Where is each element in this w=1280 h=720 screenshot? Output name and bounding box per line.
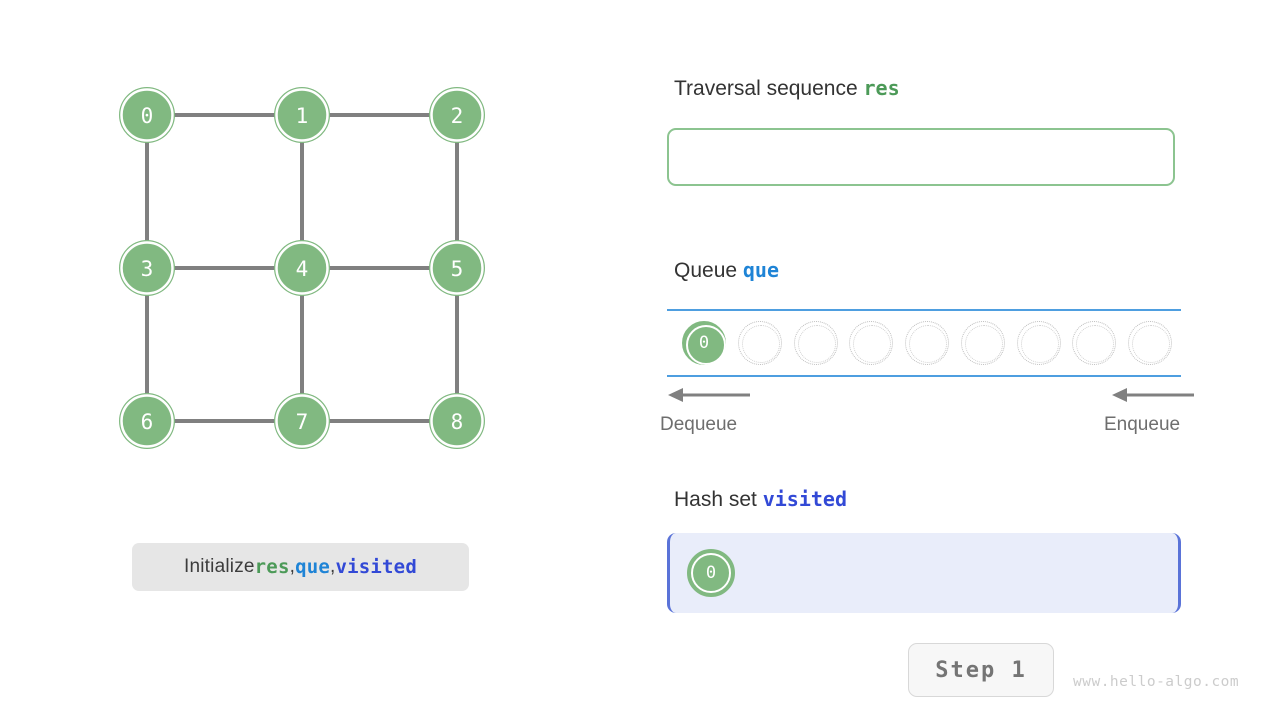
node-inner-gap	[120, 88, 174, 142]
graph-node-4[interactable]: 4	[274, 240, 330, 296]
node-inner-gap	[430, 88, 484, 142]
queue-slot-empty	[793, 321, 838, 365]
node-outer-ring	[429, 393, 485, 449]
res-title-text: Traversal sequence	[674, 77, 864, 100]
visited-item: 0	[687, 549, 735, 597]
queue-slot-filled: 0	[682, 321, 726, 365]
node-label: 6	[141, 410, 154, 434]
node-label: 4	[296, 257, 309, 281]
node-inner-gap	[275, 394, 329, 448]
node-label: 8	[451, 410, 464, 434]
queue-slot-label: 0	[698, 333, 710, 353]
step-caption: Initialize res, que, visited	[132, 543, 469, 591]
watermark: www.hello-algo.com	[1073, 674, 1240, 690]
graph-panel: 0 1 2 3 4 5 6 7 8	[0, 0, 620, 720]
res-title-token: res	[863, 76, 900, 100]
node-inner-gap	[275, 241, 329, 295]
graph-node-7[interactable]: 7	[274, 393, 330, 449]
graph-node-5[interactable]: 5	[429, 240, 485, 296]
node-outer-ring	[429, 87, 485, 143]
arrow-left-icon	[668, 388, 750, 402]
visited-item-label: 0	[705, 563, 717, 583]
step-indicator: Step 1	[908, 643, 1054, 697]
node-label: 3	[141, 257, 154, 281]
visited-title-token: visited	[762, 487, 848, 511]
queue-container: 0	[667, 309, 1181, 377]
res-section-title: Traversal sequence res	[674, 76, 900, 101]
node-outer-ring	[274, 240, 330, 296]
caption-sep-2: ,	[330, 556, 336, 577]
enqueue-label: Enqueue	[1104, 414, 1181, 435]
node-label: 0	[141, 104, 154, 128]
queue-top-rule	[667, 309, 1181, 311]
node-outer-ring	[429, 240, 485, 296]
graph-node-6[interactable]: 6	[119, 393, 175, 449]
visited-title-text: Hash set	[674, 488, 763, 511]
caption-token-que: que	[295, 556, 330, 578]
queue-slot-empty	[1128, 321, 1172, 365]
node-label: 1	[296, 104, 309, 128]
res-items	[669, 130, 1173, 184]
node-inner-gap	[120, 241, 174, 295]
queue-section-title: Queue que	[674, 258, 779, 283]
dequeue-arrow	[666, 384, 756, 406]
caption-sep-1: ,	[289, 556, 296, 577]
queue-slot-empty	[1072, 321, 1117, 365]
node-inner-gap	[275, 88, 329, 142]
caption-token-visited: visited	[335, 556, 417, 578]
visited-section-title: Hash set visited	[674, 487, 847, 512]
arrow-left-icon	[1112, 388, 1194, 402]
node-inner-gap	[430, 241, 484, 295]
graph-node-3[interactable]: 3	[119, 240, 175, 296]
node-outer-ring	[274, 87, 330, 143]
node-outer-ring	[119, 87, 175, 143]
graph-node-1[interactable]: 1	[274, 87, 330, 143]
queue-slot-empty	[960, 321, 1005, 365]
queue-slots: 0	[682, 317, 1172, 369]
node-inner-gap	[120, 394, 174, 448]
queue-title-text: Queue	[674, 259, 743, 282]
node-outer-ring	[274, 393, 330, 449]
enqueue-arrow	[1110, 384, 1200, 406]
graph-nodes: 0 1 2 3 4 5 6 7 8	[119, 87, 485, 449]
queue-bottom-rule	[667, 375, 1181, 377]
state-panel: Traversal sequence res Queue que 0 Deque…	[620, 0, 1280, 720]
node-label: 7	[296, 410, 309, 434]
graph-canvas: 0 1 2 3 4 5 6 7 8	[119, 87, 485, 449]
queue-slot-empty	[737, 321, 782, 365]
queue-slot-empty	[1016, 321, 1061, 365]
node-label: 5	[451, 257, 464, 281]
node-label: 2	[451, 104, 464, 128]
res-container	[667, 128, 1175, 186]
graph-node-0[interactable]: 0	[119, 87, 175, 143]
dequeue-label: Dequeue	[660, 414, 738, 435]
caption-prefix: Initialize	[184, 556, 255, 577]
queue-slot-empty	[905, 321, 949, 365]
caption-token-res: res	[254, 556, 290, 578]
graph-node-2[interactable]: 2	[429, 87, 485, 143]
node-outer-ring	[119, 240, 175, 296]
queue-title-token: que	[742, 258, 780, 282]
node-outer-ring	[119, 393, 175, 449]
queue-slot-empty	[849, 321, 894, 365]
graph-node-8[interactable]: 8	[429, 393, 485, 449]
node-inner-gap	[430, 394, 484, 448]
visited-container: 0	[667, 533, 1181, 613]
